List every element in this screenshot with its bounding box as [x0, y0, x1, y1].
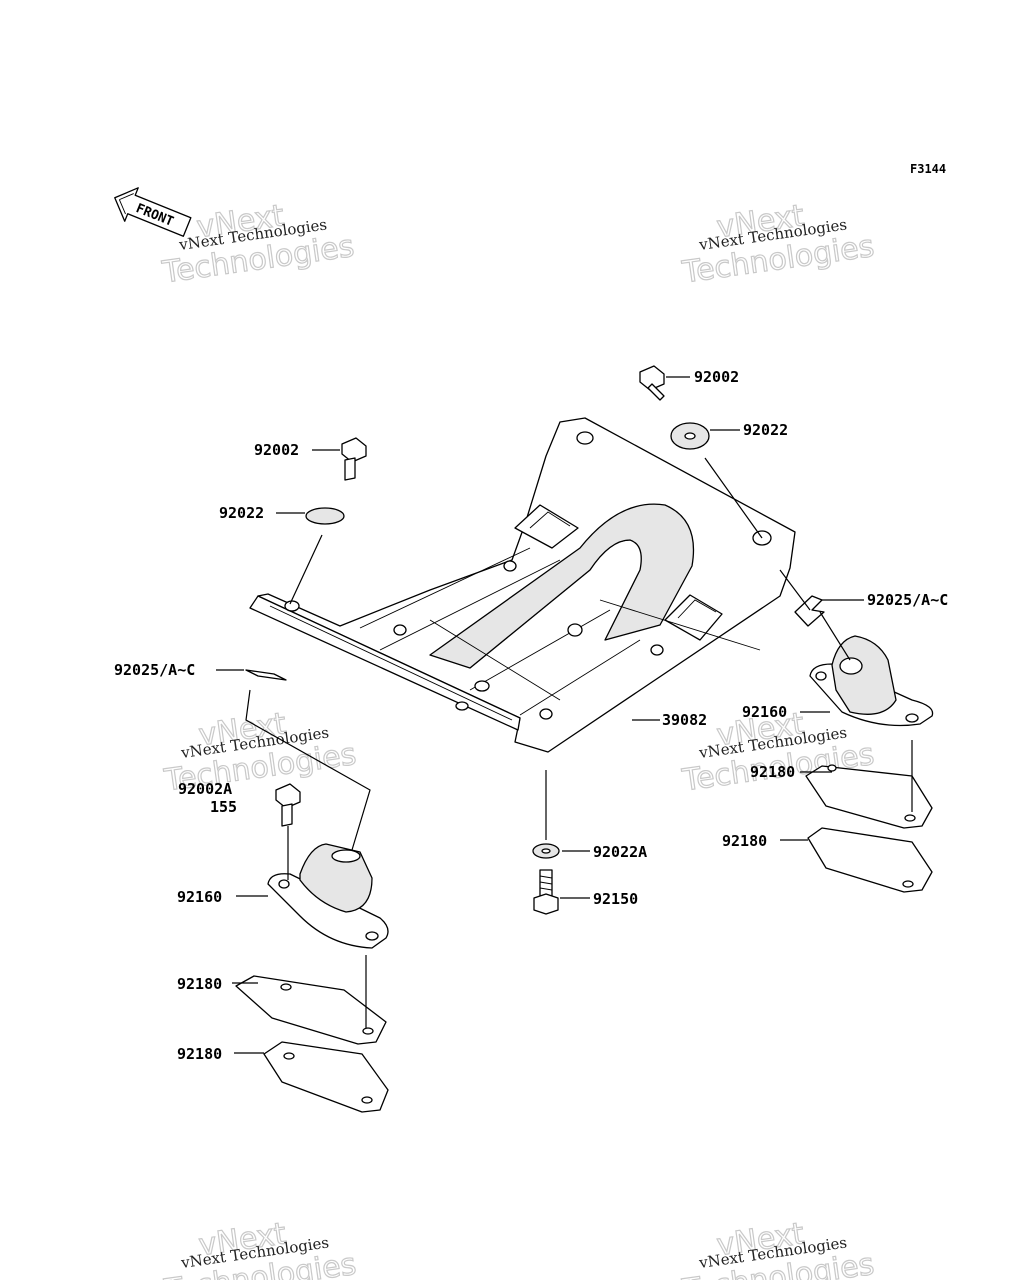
label-center-washer-a: 92022A: [593, 843, 647, 861]
bolt-icon: [639, 365, 665, 401]
clip-icon: [794, 595, 825, 627]
label-left-bolt: 92002: [254, 441, 299, 459]
label-right-clip: 92025/A~C: [867, 591, 948, 609]
shim-plate: [235, 975, 387, 1045]
label-left-mount: 92160: [177, 888, 222, 906]
washer-icon: [305, 507, 345, 525]
bolt-icon: [533, 869, 559, 915]
watermark-group: vNext Technologies vNext Technologies vN…: [159, 198, 877, 1280]
label-left-shim-lower: 92180: [177, 1045, 222, 1063]
watermark: vNext Technologies vNext Technologies: [161, 1216, 359, 1280]
shim-plate: [805, 765, 933, 829]
bolt-icon: [275, 783, 301, 827]
label-left-shim-upper: 92180: [177, 975, 222, 993]
label-right-mount: 92160: [742, 703, 787, 721]
leader-lines: [216, 376, 913, 1054]
label-top-washer: 92022: [743, 421, 788, 439]
front-arrow-icon: FRONT: [114, 187, 192, 237]
figure-code: F3144: [910, 162, 946, 176]
label-skid-plate: 39082: [662, 711, 707, 729]
label-left-clip: 92025/A~C: [114, 661, 195, 679]
label-center-bolt: 92150: [593, 890, 638, 908]
shim-plate: [807, 827, 933, 893]
engine-mount-left: [267, 843, 389, 949]
label-top-bolt: 92002: [694, 368, 739, 386]
skid-plate-39082: [249, 417, 796, 753]
label-right-shim-upper: 92180: [750, 763, 795, 781]
bolt-icon: [341, 437, 367, 481]
label-left-washer: 92022: [219, 504, 264, 522]
label-left-bolt-a: 92002A: [178, 780, 232, 798]
shim-plate: [263, 1041, 389, 1113]
watermark: vNext Technologies vNext Technologies: [679, 198, 877, 291]
engine-mount-right: [809, 635, 934, 727]
label-left-bolt-a-length: 155: [210, 798, 237, 816]
watermark: vNext Technologies vNext Technologies: [159, 198, 357, 291]
watermark: vNext Technologies vNext Technologies: [679, 1216, 877, 1280]
label-right-shim-lower: 92180: [722, 832, 767, 850]
washer-hole-icon: [684, 432, 696, 440]
clip-icon: [245, 669, 287, 681]
